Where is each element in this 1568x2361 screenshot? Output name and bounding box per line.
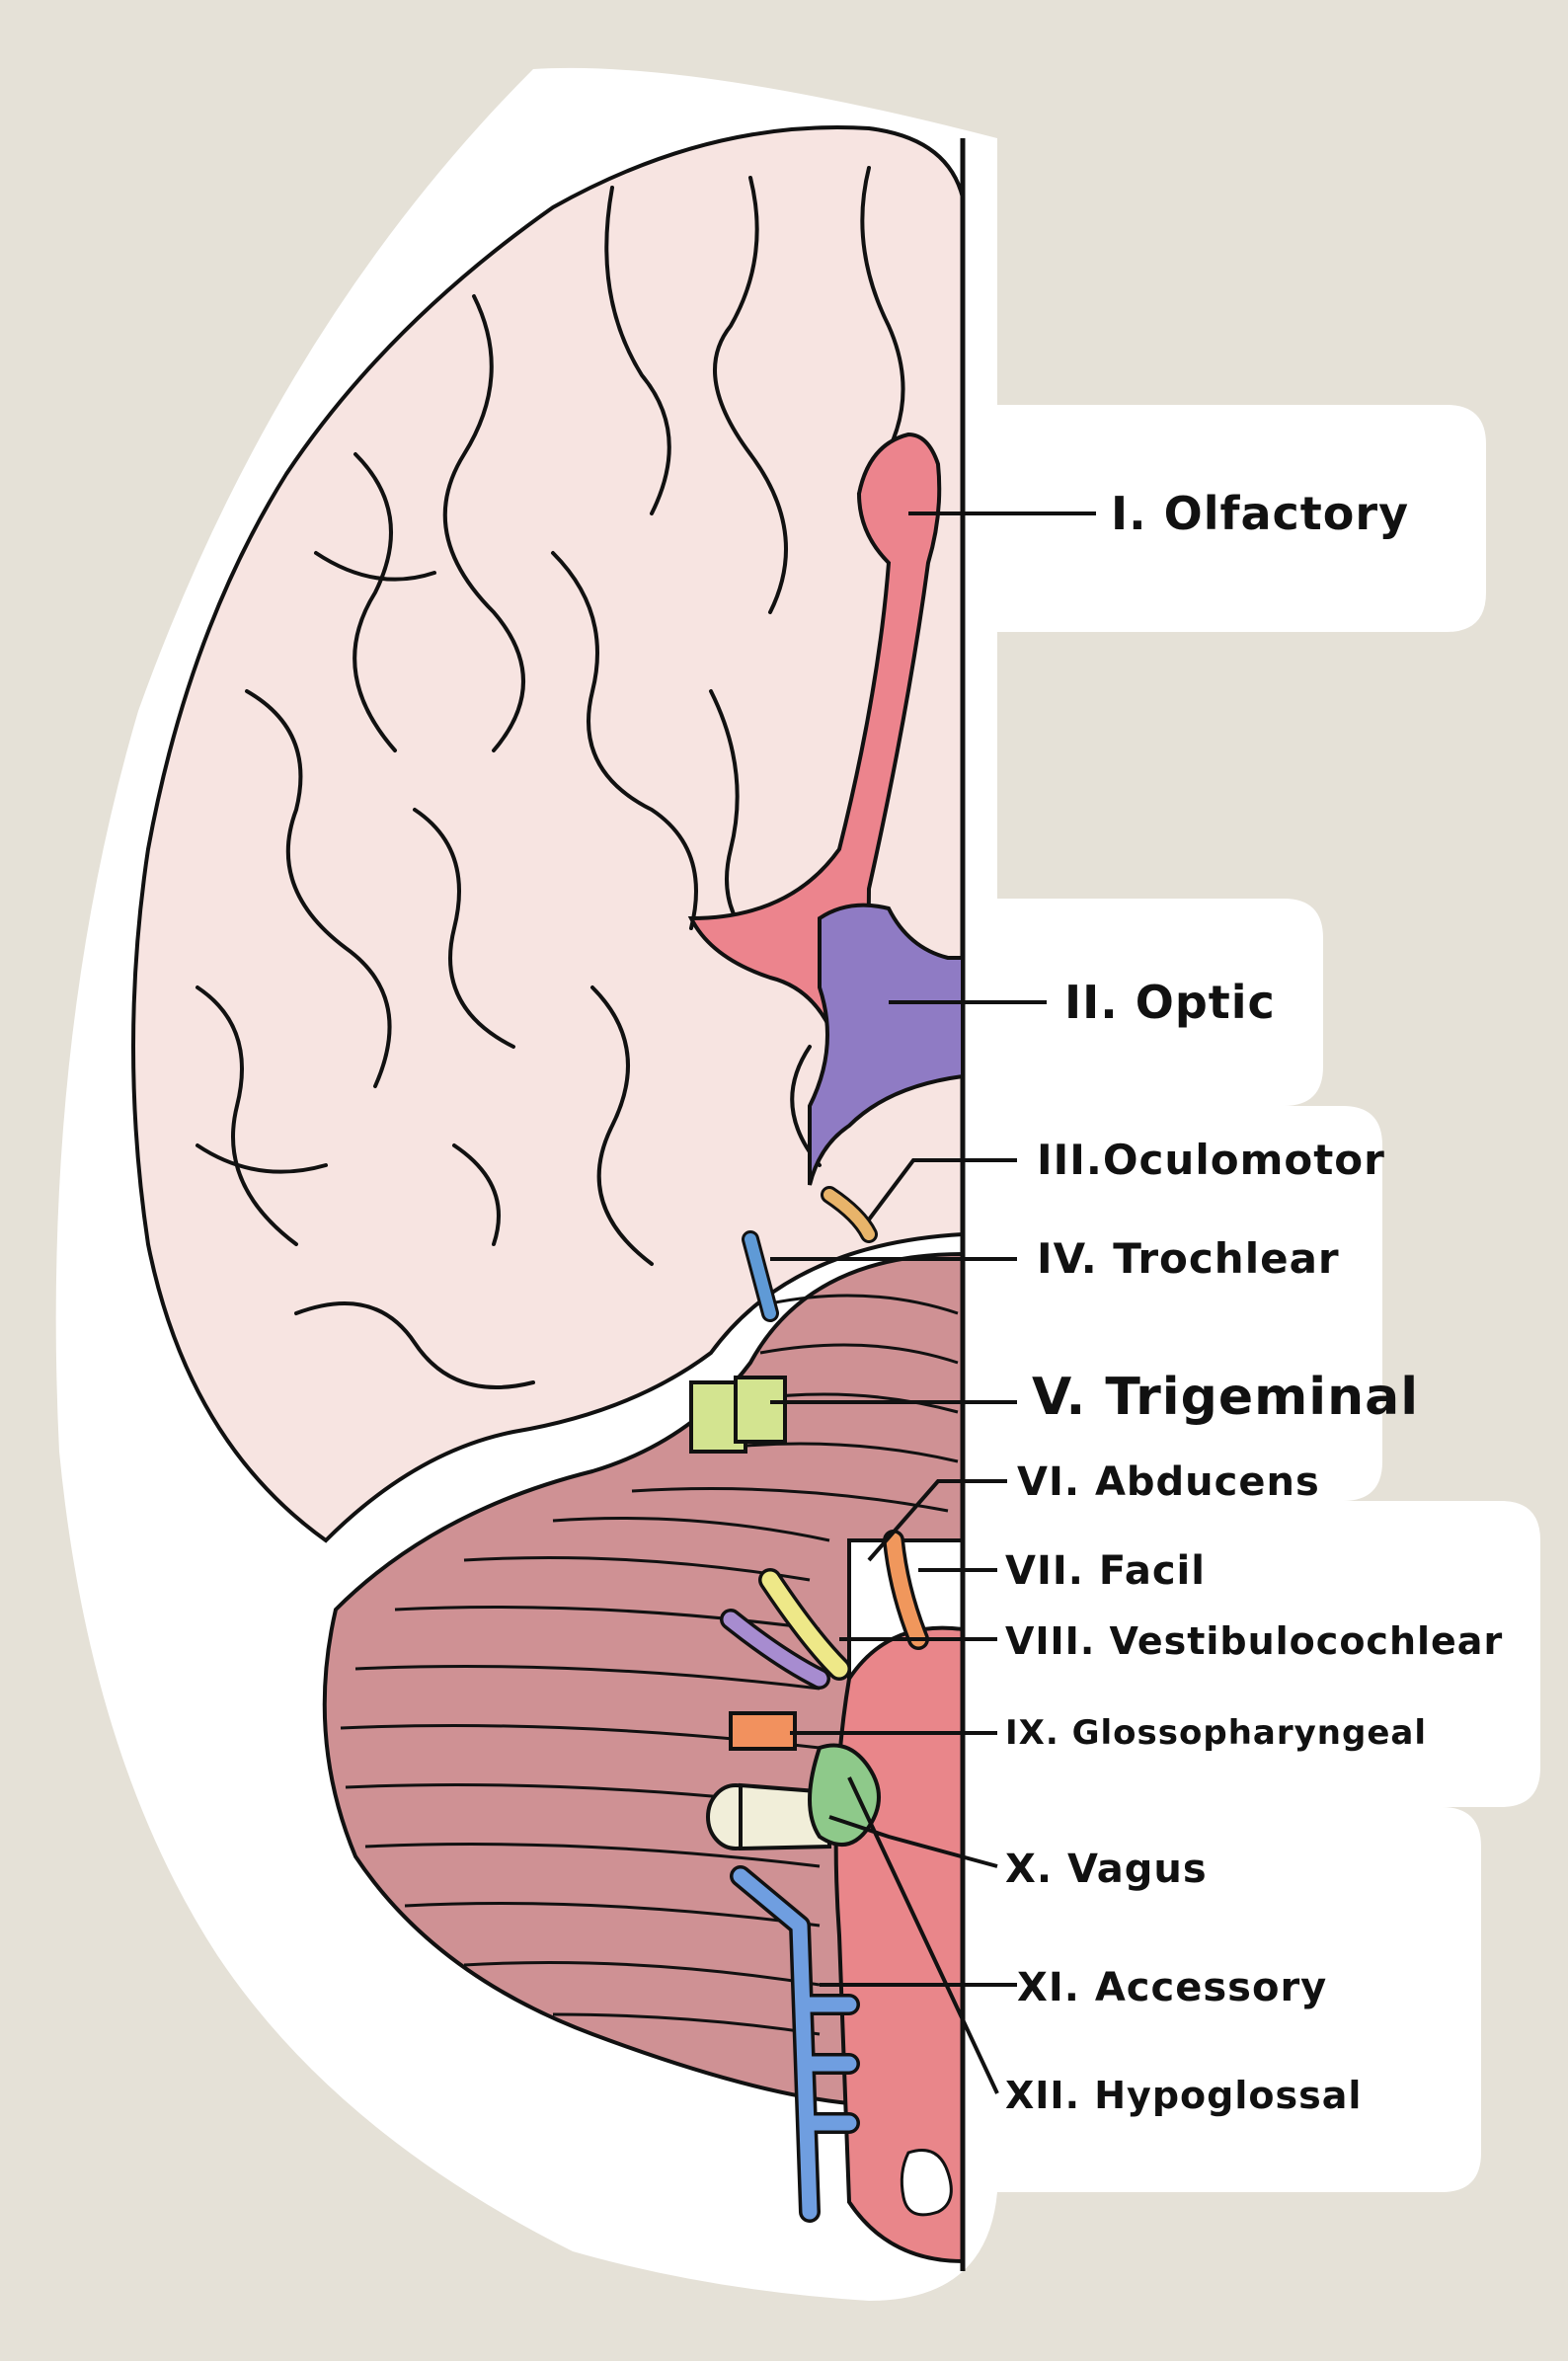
olfactory-nerve-shape <box>687 432 942 1030</box>
leader-lines <box>770 512 1096 2094</box>
label-accessory: XI. Accessory <box>1017 1965 1328 2010</box>
label-vestibulocochlear: VIII. Vestibulocochlear <box>1005 1619 1504 1663</box>
cerebrum <box>131 125 965 1543</box>
label-oculomotor: III.Oculomotor <box>1037 1136 1385 1184</box>
spinal-cord-cut <box>900 2149 953 2217</box>
vagus-nerve-shape <box>706 1782 831 1851</box>
cerebellum <box>322 1251 965 2106</box>
label-vagus: X. Vagus <box>1005 1847 1208 1892</box>
glossopharyngeal-nerve-shape <box>729 1711 797 1751</box>
optic-chiasm-shape <box>808 903 965 1186</box>
label-trochlear: IV. Trochlear <box>1037 1234 1340 1283</box>
label-glossopharyngeal: IX. Glossopharyngeal <box>1005 1713 1427 1753</box>
label-hypoglossal: XII. Hypoglossal <box>1005 2074 1363 2117</box>
label-trigeminal: V. Trigeminal <box>1032 1368 1420 1427</box>
gyri-lines <box>196 166 905 1389</box>
label-facil: VII. Facil <box>1005 1548 1206 1594</box>
trigeminal-nerve-shape <box>689 1376 787 1454</box>
label-olfactory: I. Olfactory <box>1111 487 1410 540</box>
label-optic: II. Optic <box>1064 976 1276 1029</box>
label-abducens: VI. Abducens <box>1017 1459 1320 1505</box>
hypoglossal-nerve-shape <box>808 1743 881 1847</box>
